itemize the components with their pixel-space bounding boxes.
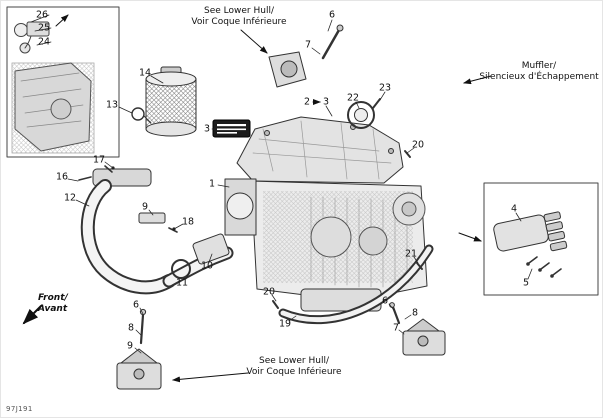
air-filter <box>131 66 197 137</box>
hose-clamp <box>171 259 191 279</box>
coil-screws <box>528 256 562 276</box>
support-bracket <box>138 212 166 224</box>
inset-ignition-coil <box>458 182 599 296</box>
front-marker-line: Avant <box>38 303 68 314</box>
note-line: See Lower Hull/ <box>204 6 274 16</box>
callout-9: 9 <box>141 201 149 213</box>
note-line: Silencieux d'Échappement <box>479 72 599 83</box>
callout-12: 12 <box>63 192 77 204</box>
callout-2: 2 <box>303 96 311 108</box>
callout-6: 6 <box>132 299 140 311</box>
callout-5: 5 <box>522 277 530 289</box>
callout-16: 16 <box>55 171 69 183</box>
callout-7: 7 <box>392 322 400 334</box>
note-line: Voir Coque Inférieure <box>191 17 287 28</box>
callout-23: 23 <box>378 82 392 94</box>
front-arrow <box>22 305 42 325</box>
callout-3: 3 <box>322 96 330 108</box>
bottom-lower-hull-note: See Lower Hull/ Voir Coque Inférieure <box>233 356 355 379</box>
callout-11: 11 <box>175 277 189 289</box>
callout-3: 3 <box>203 123 211 135</box>
callout-25: 25 <box>37 22 51 34</box>
muffler-flange <box>347 98 381 129</box>
top-lower-hull-note: See Lower Hull/ Voir Coque Inférieure <box>178 6 300 29</box>
callout-10: 10 <box>200 260 214 272</box>
intake-hose-assembly <box>78 165 234 295</box>
callout-17: 17 <box>92 154 106 166</box>
callout-8: 8 <box>411 307 419 319</box>
flange-bolt <box>372 98 381 109</box>
callout-22: 22 <box>346 92 360 104</box>
callout-18: 18 <box>181 216 195 228</box>
callout-26: 26 <box>35 9 49 21</box>
callout-19: 19 <box>278 318 292 330</box>
valve-cover <box>236 116 404 184</box>
front-marker-line: Front/ <box>38 293 68 303</box>
id-plate <box>212 119 251 138</box>
callout-24: 24 <box>37 36 51 48</box>
inset-top-left <box>6 6 120 158</box>
drawing-number: 97J191 <box>6 405 33 413</box>
callout-21: 21 <box>404 248 418 260</box>
callout-9: 9 <box>126 340 134 352</box>
callout-13: 13 <box>105 99 119 111</box>
callout-8: 8 <box>127 322 135 334</box>
mount-bolt <box>321 28 341 60</box>
callout-4: 4 <box>510 203 518 215</box>
engine-mount-left <box>116 308 162 390</box>
note-line: Voir Coque Inférieure <box>246 367 342 378</box>
filter-clamp <box>131 107 145 121</box>
engine-block <box>224 116 428 312</box>
callout-20: 20 <box>411 139 425 151</box>
muffler-note: Muffler/ Silencieux d'Échappement <box>476 61 602 84</box>
callout-20: 20 <box>262 286 276 298</box>
callout-1: 1 <box>208 178 216 190</box>
callout-14: 14 <box>138 67 152 79</box>
muffler-arrow <box>463 75 492 85</box>
annotation-arrows <box>22 29 492 383</box>
callout-6: 6 <box>328 9 336 21</box>
callout-7: 7 <box>304 39 312 51</box>
outlet-pipe <box>272 150 434 325</box>
bottom-note-arrow <box>172 372 249 383</box>
note-line: See Lower Hull/ <box>259 356 329 366</box>
callout-6: 6 <box>381 295 389 307</box>
leader-lines <box>30 14 533 354</box>
hose-coupler <box>192 233 230 265</box>
front-direction-marker: Front/ Avant <box>38 293 68 315</box>
top-engine-mount <box>268 24 344 88</box>
note-line: Muffler/ <box>521 61 557 71</box>
top-note-arrow <box>240 29 268 54</box>
